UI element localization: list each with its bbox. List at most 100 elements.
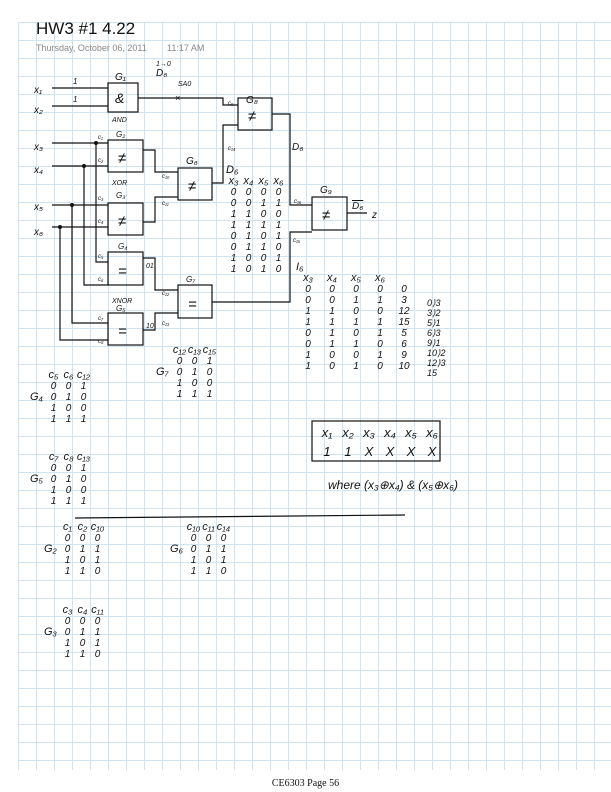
table-cell: 1	[64, 649, 71, 660]
g4-symbol: =	[118, 263, 127, 280]
table-cell: 1	[245, 242, 252, 253]
table-cell: 1	[275, 253, 282, 264]
table-cell: 1	[353, 339, 359, 350]
table-cell: 0	[191, 378, 198, 389]
output-z: z	[371, 210, 377, 221]
table-cell: 0	[245, 264, 252, 275]
label-c7: c₇	[98, 316, 104, 322]
table-cell: 1	[275, 220, 282, 231]
wires	[52, 87, 367, 341]
table-cell: 1	[260, 264, 267, 275]
label-c3: c₃	[98, 196, 104, 202]
label-g1: G₁	[115, 72, 126, 83]
table-cell: 0	[65, 403, 72, 414]
table-cell: 1	[65, 414, 72, 425]
table-cell: 0	[230, 187, 237, 198]
table-cell: 1	[220, 544, 227, 555]
table-cell: 1	[353, 317, 359, 328]
table-cell: 1	[80, 463, 87, 474]
table-cell: 1	[64, 566, 71, 577]
table-cell: 0	[64, 533, 71, 544]
table-cell: 0	[65, 381, 72, 392]
table-cell: 1	[260, 220, 267, 231]
input-x1: x₁	[33, 85, 42, 96]
table-cell: 0	[64, 627, 71, 638]
table-cell: 0	[230, 231, 237, 242]
table-cell: 0	[305, 328, 311, 339]
gate-g4	[107, 251, 144, 286]
table-cell: 1	[79, 627, 86, 638]
table-cell: 0	[260, 187, 267, 198]
header-cell: c₁₁	[91, 604, 104, 616]
header-cell: c₇	[48, 451, 59, 463]
table-cell: 1	[275, 198, 282, 209]
table-cell: 0	[191, 356, 198, 367]
table-cell: 1	[64, 555, 71, 566]
table-cell: 1	[329, 339, 335, 350]
header-cell: c₁₂	[76, 369, 91, 381]
table-cell: 3	[401, 295, 407, 306]
result-header: x₆	[426, 425, 438, 440]
table-cell: 0	[353, 350, 359, 361]
header-cell: x₄	[327, 272, 337, 284]
result-header: x₄	[384, 425, 396, 440]
table-cell: 1	[79, 566, 86, 577]
page-date: Thursday, October 06, 2011	[36, 43, 147, 53]
table-cell: 0	[64, 544, 71, 555]
table-cell: 0	[176, 367, 183, 378]
result-value: X	[406, 444, 416, 459]
table-cell: 6	[401, 339, 407, 350]
table-cell: 9	[401, 350, 407, 361]
label-g5: G₅	[116, 304, 126, 313]
table-label: G₇	[156, 366, 169, 378]
page-footer: CE6303 Page 56	[271, 778, 340, 789]
table-cell: 0	[65, 485, 72, 496]
label-c4: c₄	[98, 219, 104, 225]
table-cell: 0	[260, 209, 267, 220]
input-x3: x₃	[33, 142, 43, 153]
table-cell: 1	[305, 361, 311, 372]
label-c10: c₁₀	[162, 174, 170, 180]
table-cell: 1	[329, 306, 335, 317]
header-cell: c₁₃	[76, 451, 91, 463]
table-cell: 1	[275, 231, 282, 242]
header-cell: c₁	[63, 521, 72, 533]
table-cell: 1	[205, 566, 212, 577]
label-and: AND	[111, 117, 127, 124]
table-cell: 0	[94, 649, 101, 660]
table-cell: 0	[305, 295, 311, 306]
divider-line	[74, 514, 406, 519]
table-cell: 1	[50, 496, 57, 507]
header-cell: x₆	[273, 175, 284, 187]
label-c2: c₂	[98, 158, 104, 164]
table-cell: 1	[260, 242, 267, 253]
result-header: x₂	[342, 425, 354, 440]
table-cell: 1	[353, 295, 359, 306]
table-cell: 0	[190, 533, 197, 544]
header-cell: c₁₂	[172, 344, 187, 356]
label-c14: c₁₄	[228, 146, 236, 152]
table-cell: 0	[245, 187, 252, 198]
table-cell: 0	[305, 284, 311, 295]
table-cell: 1	[80, 496, 87, 507]
fault-d6: D₆	[156, 68, 167, 79]
